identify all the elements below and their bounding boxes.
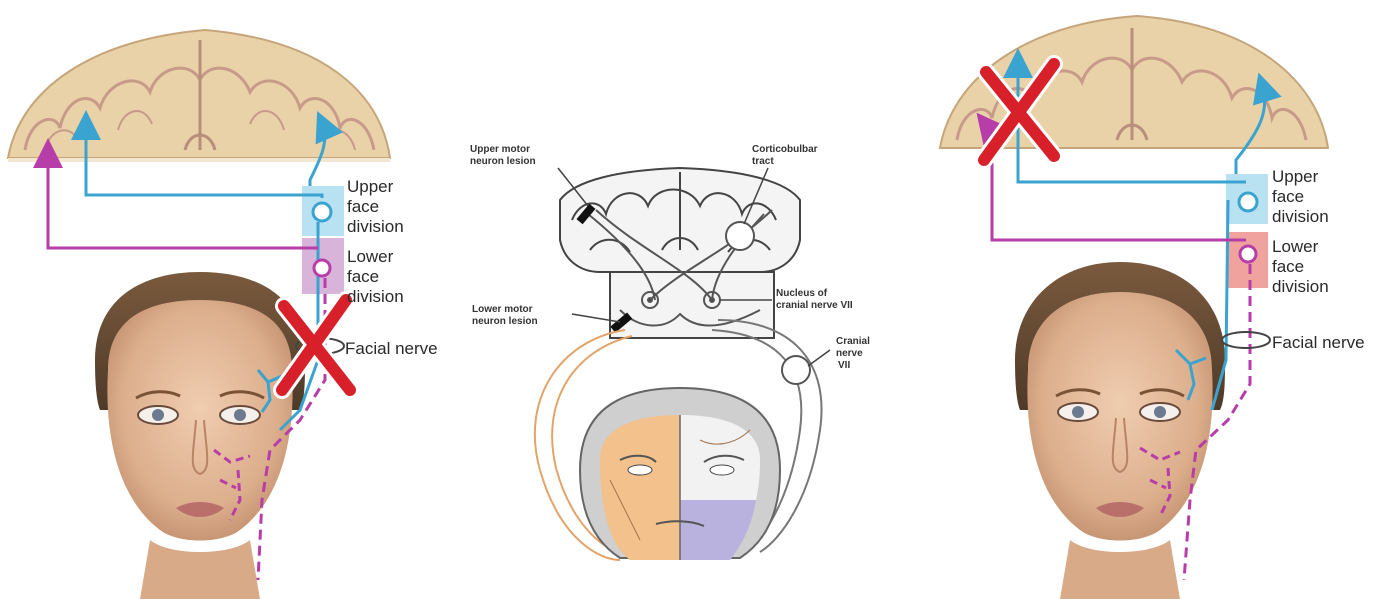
left-upper-label-1: Upper (347, 177, 394, 196)
svg-text:Upper motor neuron lesio: Upper motor neuron lesion (470, 144, 536, 167)
center-upper-motor-label-1: Upper motor (470, 144, 530, 155)
center-nucleus-label-2: cranial nerve VII (776, 300, 853, 311)
center-cranial-nerve-label-2: nerve (836, 348, 863, 359)
right-upper-label-2: face (1272, 187, 1304, 206)
center-cranial-nerve-label-1: Cranial (836, 336, 870, 347)
center-corticobulbar-label-2: tract (752, 156, 774, 167)
svg-text:Nucleus of cranial nerve: Nucleus of cranial nerve VII (776, 288, 853, 311)
svg-text:Upper face divisio: Upper face division (1272, 167, 1329, 226)
left-lower-label-3: division (347, 287, 404, 306)
left-facial-nerve-label: Facial nerve (345, 339, 438, 358)
left-brain-section (8, 30, 390, 162)
center-cranial-nerve-label-3: VII (838, 360, 850, 371)
left-upper-label-2: face (347, 197, 379, 216)
svg-text:Lower face divisio: Lower face division (1272, 237, 1329, 296)
center-upper-motor-label-2: neuron lesion (470, 156, 536, 167)
right-lower-label-3: division (1272, 277, 1329, 296)
right-facial-nerve-label: Facial nerve (1272, 333, 1365, 352)
right-face (1015, 262, 1225, 599)
left-panel: Upper face division Lower face division … (8, 30, 438, 599)
svg-text:Cranial nerve VII: Cranial nerve VII (836, 336, 873, 371)
right-upper-label-1: Upper (1272, 167, 1319, 186)
right-upper-label-3: division (1272, 207, 1329, 226)
brainstem-box (610, 272, 774, 338)
center-lower-motor-label-1: Lower motor (472, 304, 533, 315)
center-nucleus-label-1: Nucleus of (776, 288, 828, 299)
svg-text:Lower face divisio: Lower face division (347, 247, 404, 306)
left-face (95, 272, 305, 599)
right-facial-nerve-ring (1222, 332, 1270, 348)
right-panel: Upper face division Lower face division … (940, 16, 1365, 599)
center-corticobulbar-label-1: Corticobulbar (752, 144, 818, 155)
left-lower-label-1: Lower (347, 247, 394, 266)
left-lower-label-2: face (347, 267, 379, 286)
svg-text:Corticobulbar tract: Corticobulbar tract (752, 144, 820, 167)
left-upper-label-3: division (347, 217, 404, 236)
center-face (580, 388, 780, 560)
right-lower-label-2: face (1272, 257, 1304, 276)
svg-text:Upper face divisio: Upper face division (347, 177, 404, 236)
center-lower-motor-label-2: neuron lesion (472, 316, 538, 327)
center-panel: Upper motor neuron lesion Corticobulbar … (470, 144, 873, 560)
right-lower-label-1: Lower (1272, 237, 1319, 256)
svg-text:Lower motor neuron lesio: Lower motor neuron lesion (472, 304, 538, 327)
